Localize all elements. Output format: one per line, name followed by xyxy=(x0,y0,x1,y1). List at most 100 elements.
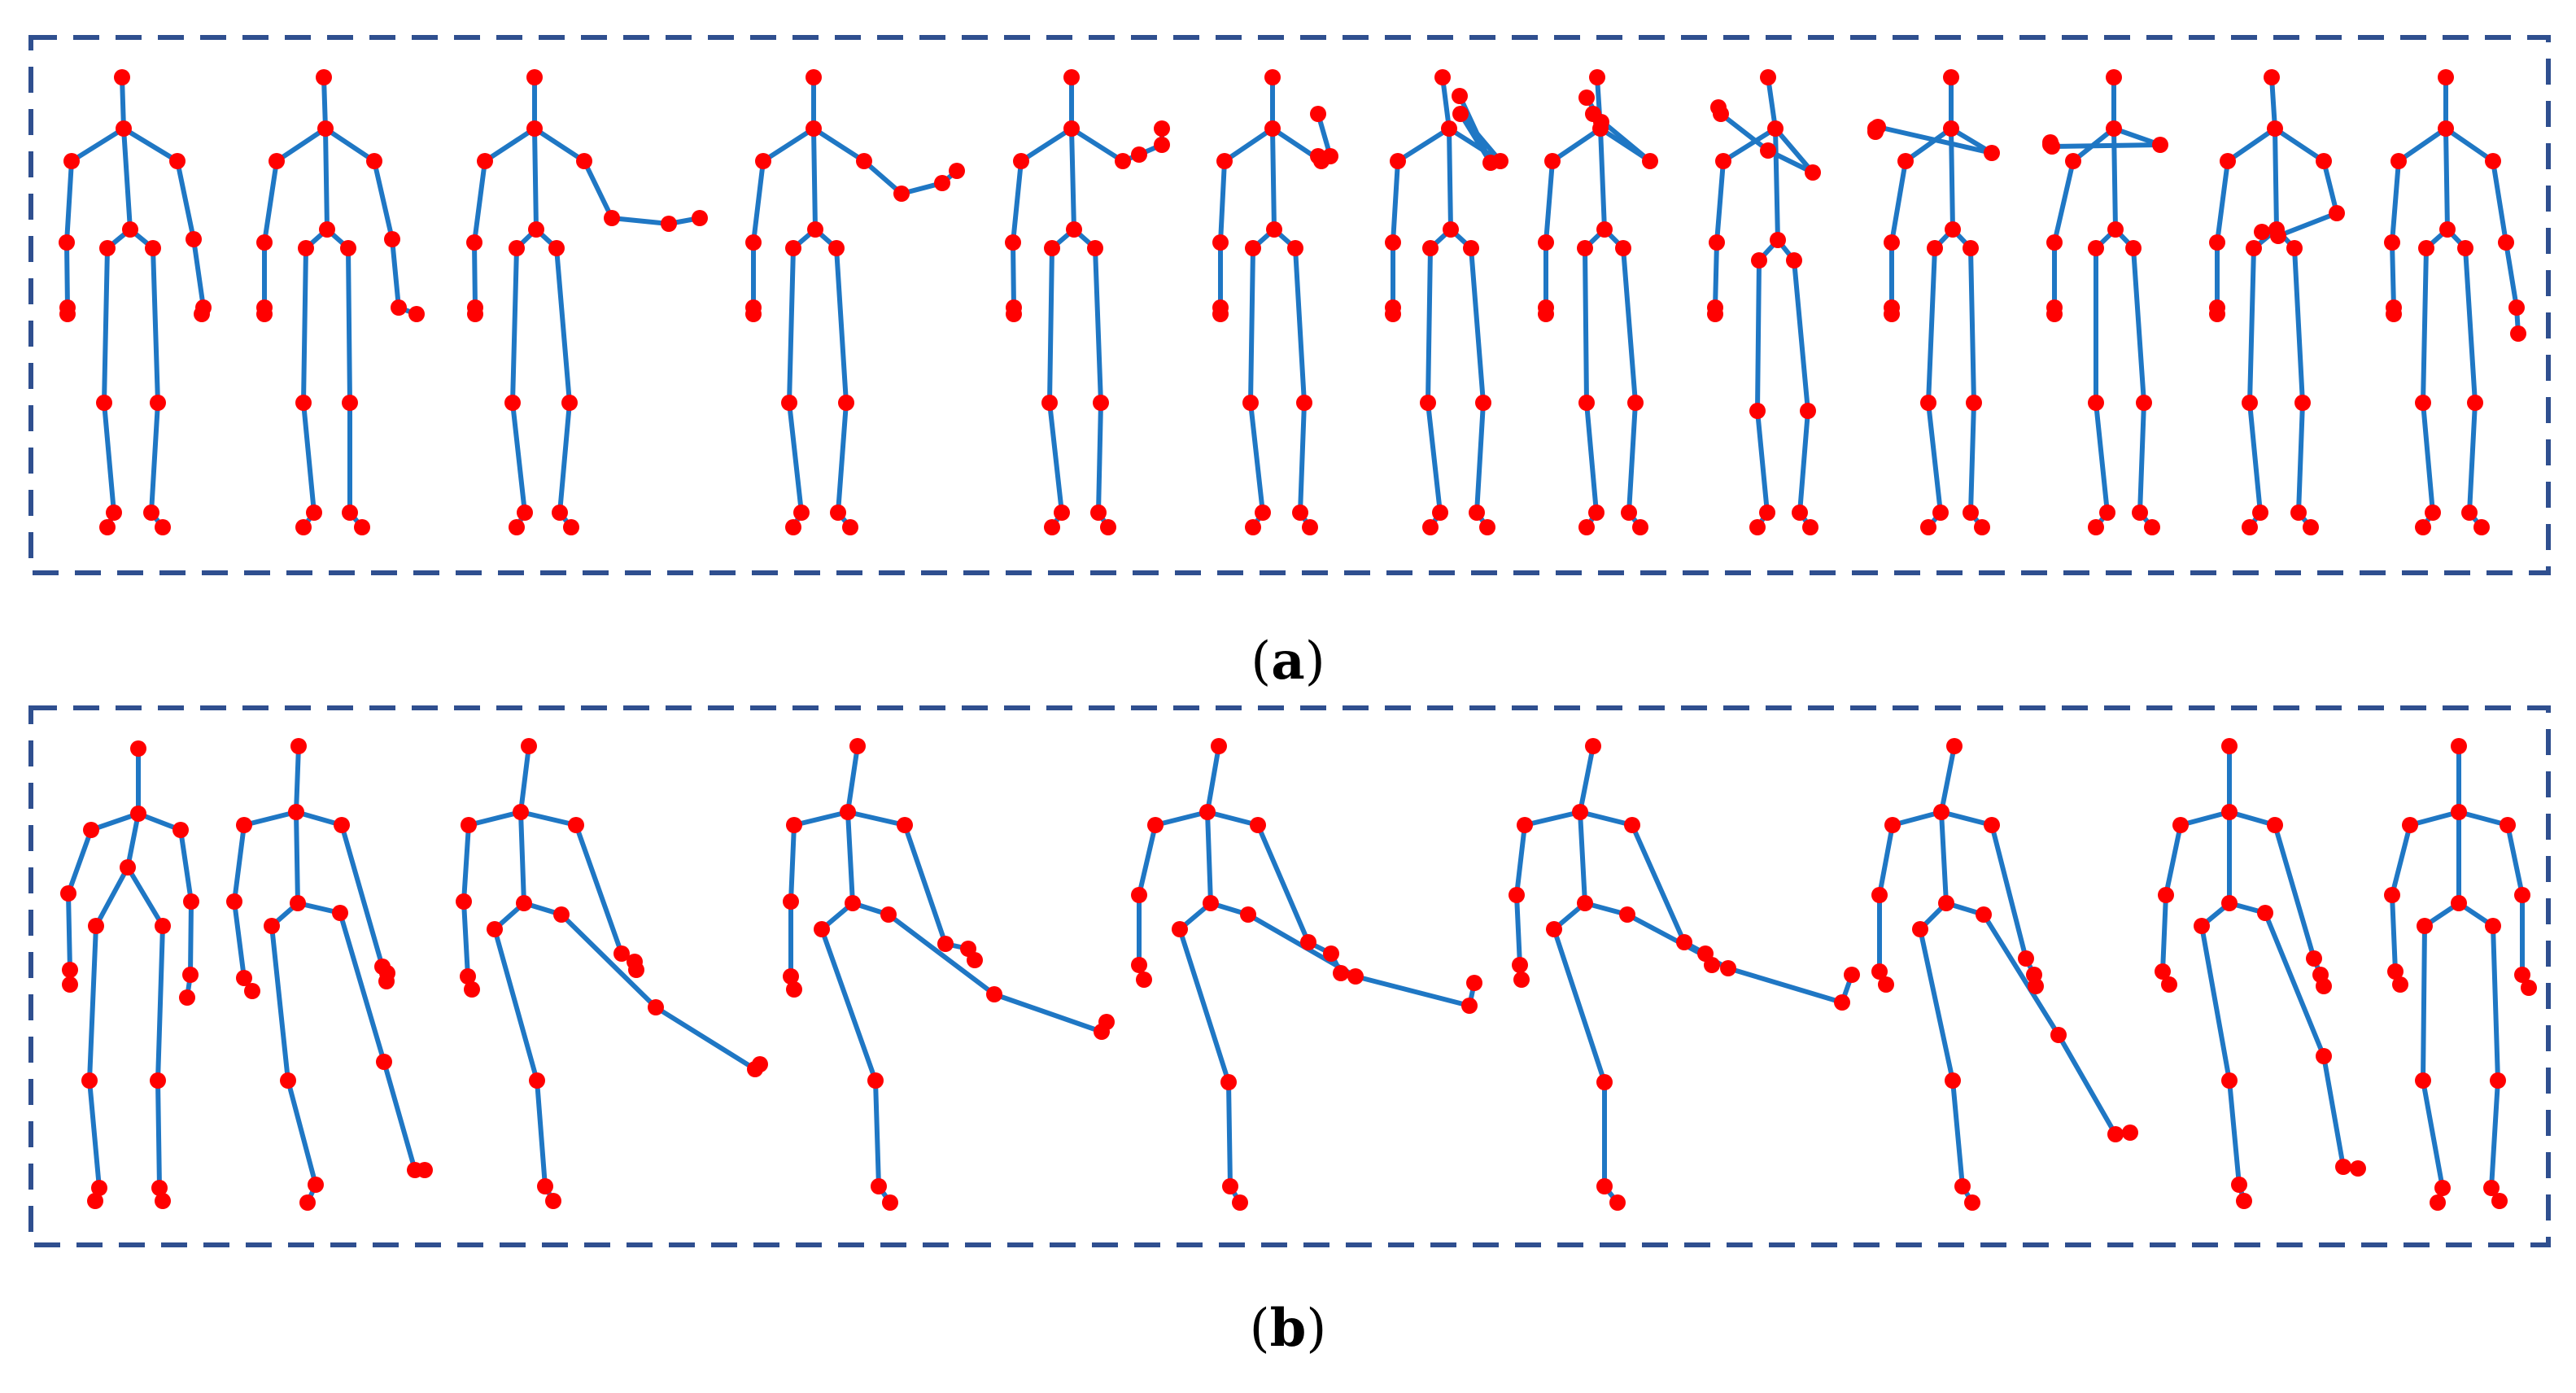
joint xyxy=(1609,1194,1626,1211)
joint xyxy=(786,981,802,998)
joint xyxy=(1704,957,1720,973)
joint xyxy=(155,519,171,535)
bone xyxy=(862,159,904,196)
bone xyxy=(1598,126,1607,232)
joint xyxy=(1884,306,1900,322)
bone xyxy=(175,159,196,242)
bone xyxy=(1391,159,1400,245)
joint xyxy=(1245,240,1261,256)
joint xyxy=(1479,519,1495,535)
joint xyxy=(2303,519,2319,535)
bone xyxy=(1543,159,1555,245)
joint xyxy=(1596,221,1613,238)
joint xyxy=(334,817,350,833)
joint xyxy=(99,240,116,256)
joint xyxy=(183,893,199,910)
bone xyxy=(609,216,671,226)
bone xyxy=(2137,400,2146,515)
joint xyxy=(179,989,195,1006)
bone xyxy=(1926,400,1943,515)
joint xyxy=(2294,395,2311,411)
bone xyxy=(792,810,850,828)
skeleton-b-7 xyxy=(1871,738,2138,1211)
bone xyxy=(1153,810,1210,828)
joint xyxy=(487,921,503,937)
bone xyxy=(1177,927,1231,1085)
caption-b-letter: b xyxy=(1269,1298,1307,1359)
joint xyxy=(1512,957,1528,973)
joint xyxy=(1266,221,1282,238)
bone xyxy=(155,1078,162,1190)
joint xyxy=(1920,519,1936,535)
joint xyxy=(244,983,260,999)
joint xyxy=(1627,395,1644,411)
bone xyxy=(262,159,279,245)
joint xyxy=(63,153,80,169)
joint xyxy=(967,952,983,968)
bone xyxy=(1218,159,1227,245)
joint xyxy=(563,519,579,535)
joint xyxy=(1333,965,1349,981)
bone xyxy=(1584,400,1599,515)
joint xyxy=(461,817,477,833)
joint xyxy=(1136,972,1152,988)
joint xyxy=(182,967,199,983)
bone xyxy=(2463,246,2478,405)
bone xyxy=(472,159,487,245)
joint xyxy=(2088,395,2104,411)
joint xyxy=(1441,120,1457,137)
joint xyxy=(62,962,78,978)
joint xyxy=(2473,519,2490,535)
joint xyxy=(1517,817,1533,833)
joint xyxy=(384,231,400,247)
bone xyxy=(1011,240,1016,310)
joint xyxy=(526,69,543,85)
bone xyxy=(902,823,948,946)
bone xyxy=(472,240,478,310)
joint xyxy=(1589,69,1605,85)
bone xyxy=(2491,159,2508,245)
bone xyxy=(492,927,539,1083)
joint xyxy=(1710,99,1727,116)
joint xyxy=(2264,69,2280,85)
bone xyxy=(294,810,300,906)
joint xyxy=(517,504,533,521)
joint xyxy=(460,968,476,985)
joint xyxy=(1974,519,1990,535)
bone xyxy=(102,400,116,515)
bone xyxy=(1447,126,1453,232)
bone xyxy=(188,899,194,977)
joint xyxy=(1287,240,1303,256)
bone xyxy=(834,246,849,405)
joint xyxy=(1938,895,1954,911)
bone xyxy=(574,823,624,956)
joint xyxy=(99,519,116,535)
bone xyxy=(94,865,130,928)
bone xyxy=(2296,400,2305,515)
joint xyxy=(1115,153,1131,169)
joint xyxy=(692,210,708,226)
bone xyxy=(518,810,526,906)
bone xyxy=(1968,400,1976,515)
bone xyxy=(151,246,160,405)
joint xyxy=(2236,1193,2252,1209)
bone xyxy=(1968,246,1976,405)
bone xyxy=(1875,124,1994,155)
joint xyxy=(2050,1027,2067,1043)
joint xyxy=(1715,153,1731,169)
joint xyxy=(785,240,801,256)
bone xyxy=(102,246,110,405)
bone xyxy=(1426,246,1433,405)
bone xyxy=(2273,823,2316,961)
bone xyxy=(2390,823,2412,897)
joint xyxy=(236,970,252,986)
bone xyxy=(461,899,470,979)
joint xyxy=(477,153,493,169)
joint xyxy=(299,1194,316,1211)
joint xyxy=(2172,817,2189,833)
joint xyxy=(1264,69,1281,85)
joint xyxy=(1005,234,1021,251)
bone xyxy=(323,126,330,232)
joint xyxy=(2132,504,2148,521)
skeleton-a-1 xyxy=(59,69,212,535)
